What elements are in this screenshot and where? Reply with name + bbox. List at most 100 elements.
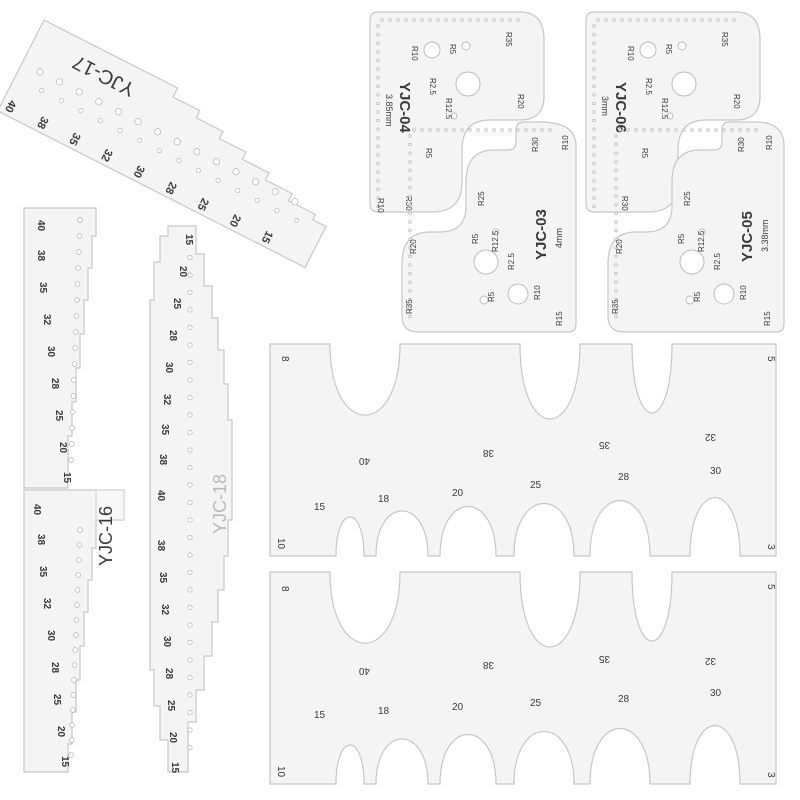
stitch-hole <box>614 229 618 233</box>
yjc18-ruler: YJC-18 15 20 25 28 30 32 35 38 40 38 35 … <box>149 225 233 774</box>
measure-hole <box>77 527 83 533</box>
radius-labels: R10 R5 R2.5 R12.5 R35 R20 R5 R30 <box>620 32 741 211</box>
measure-hole <box>187 657 193 663</box>
arch-label: 38 <box>482 659 494 670</box>
stitch-hole <box>376 187 380 191</box>
stitch-hole <box>614 254 618 258</box>
measure-hole <box>187 289 193 295</box>
stitch-hole <box>408 194 412 198</box>
stitch-hole <box>592 24 596 28</box>
stitch-hole <box>620 18 624 22</box>
measure-hole <box>73 329 79 335</box>
stitch-hole <box>706 128 710 132</box>
measure-hole <box>156 148 162 154</box>
stitch-hole <box>524 128 528 132</box>
stitch-hole <box>676 18 680 22</box>
arch-label: 15 <box>314 710 326 721</box>
size-label: 30 <box>45 630 56 642</box>
stitch-hole <box>376 136 380 140</box>
arch-label: 38 <box>482 447 494 458</box>
arch-plate <box>269 571 777 785</box>
arch-label: 3 <box>765 772 776 778</box>
stitch-hole <box>592 153 596 157</box>
size-label: 28 <box>162 180 178 196</box>
stitch-hole <box>476 128 480 132</box>
measure-hole <box>187 709 193 715</box>
stitch-hole <box>690 128 694 132</box>
stitch-hole <box>436 18 440 22</box>
stitch-hole <box>618 128 622 132</box>
radius-label: R2.5 <box>713 253 722 270</box>
measure-hole <box>71 361 78 367</box>
corner-dots <box>376 18 520 209</box>
measure-hole <box>154 128 162 136</box>
stitch-hole <box>376 32 380 37</box>
size-label: 32 <box>41 598 52 610</box>
radius-label: R30 <box>531 137 540 152</box>
stitch-hole <box>614 280 618 284</box>
measure-hole <box>187 692 193 698</box>
radius-label: R30 <box>737 137 746 152</box>
measure-hole <box>187 464 193 470</box>
radius-labels: R10 R5 R2.5 R12.5 R35 R20 R5 R10 R30 <box>376 32 525 213</box>
corner-template-yjc06: YJC-06 3mm R10 R5 R2.5 R12.5 R35 R20 R5 … <box>585 11 761 213</box>
arch-label: 40 <box>358 455 370 466</box>
stitch-hole <box>592 162 596 166</box>
measure-hole <box>68 752 74 758</box>
stitch-hole <box>408 289 412 293</box>
size-label: 35 <box>37 566 48 578</box>
stitch-hole <box>408 151 412 155</box>
radius-label: R2.5 <box>644 78 653 95</box>
measure-hole <box>73 632 79 638</box>
size-label: 30 <box>163 362 174 374</box>
stitch-hole <box>408 134 412 138</box>
radius-label: R10 <box>739 285 748 300</box>
measure-hole <box>70 409 76 415</box>
stitch-hole <box>724 18 728 22</box>
arch-1-labels: 40 38 35 32 15 18 20 25 28 30 8 10 5 3 <box>275 356 776 550</box>
size-label: 40 <box>35 220 46 232</box>
size-label: 20 <box>55 726 66 738</box>
radius-label: R25 <box>683 191 692 206</box>
yjc18-title: YJC-18 <box>210 474 230 534</box>
measure-hole <box>71 677 77 683</box>
stitch-hole <box>420 18 424 22</box>
stitch-hole <box>614 297 618 302</box>
stitch-hole <box>376 24 380 28</box>
measure-hole <box>173 138 181 146</box>
stitch-hole <box>754 128 758 132</box>
stitch-hole <box>376 58 380 63</box>
size-label: 32 <box>159 604 170 616</box>
size-label: 38 <box>35 250 46 262</box>
stitch-hole <box>596 18 600 22</box>
size-label: 30 <box>161 636 172 648</box>
stitch-hole <box>592 58 596 63</box>
stitch-hole <box>396 18 400 22</box>
stitch-hole <box>592 41 596 45</box>
stitch-hole <box>408 186 412 190</box>
measure-hole <box>187 359 193 365</box>
measure-hole <box>75 265 81 271</box>
measure-hole <box>187 604 193 610</box>
size-label: 15 <box>169 762 180 774</box>
radius-label: R10 <box>626 46 635 61</box>
radius-label: R12.5 <box>491 230 500 252</box>
radius-label: R10 <box>376 198 385 213</box>
size-label: 30 <box>130 163 146 179</box>
measure-hole <box>56 78 64 86</box>
stitch-hole <box>592 93 596 97</box>
size-label: 28 <box>163 668 174 680</box>
template-spec: 3.85mm <box>384 94 394 127</box>
stitch-hole <box>476 18 480 22</box>
stitch-hole <box>698 128 702 132</box>
size-label: 32 <box>98 147 114 163</box>
measure-hole <box>195 168 201 174</box>
radius-label: R30 <box>620 196 629 211</box>
measure-hole <box>187 499 193 505</box>
template-spec: 3.38mm <box>760 219 770 252</box>
stitch-hole <box>460 18 464 22</box>
stitch-hole <box>592 187 596 191</box>
arch-label: 40 <box>358 665 370 676</box>
measure-hole <box>252 178 260 186</box>
size-label: 38 <box>157 454 168 466</box>
